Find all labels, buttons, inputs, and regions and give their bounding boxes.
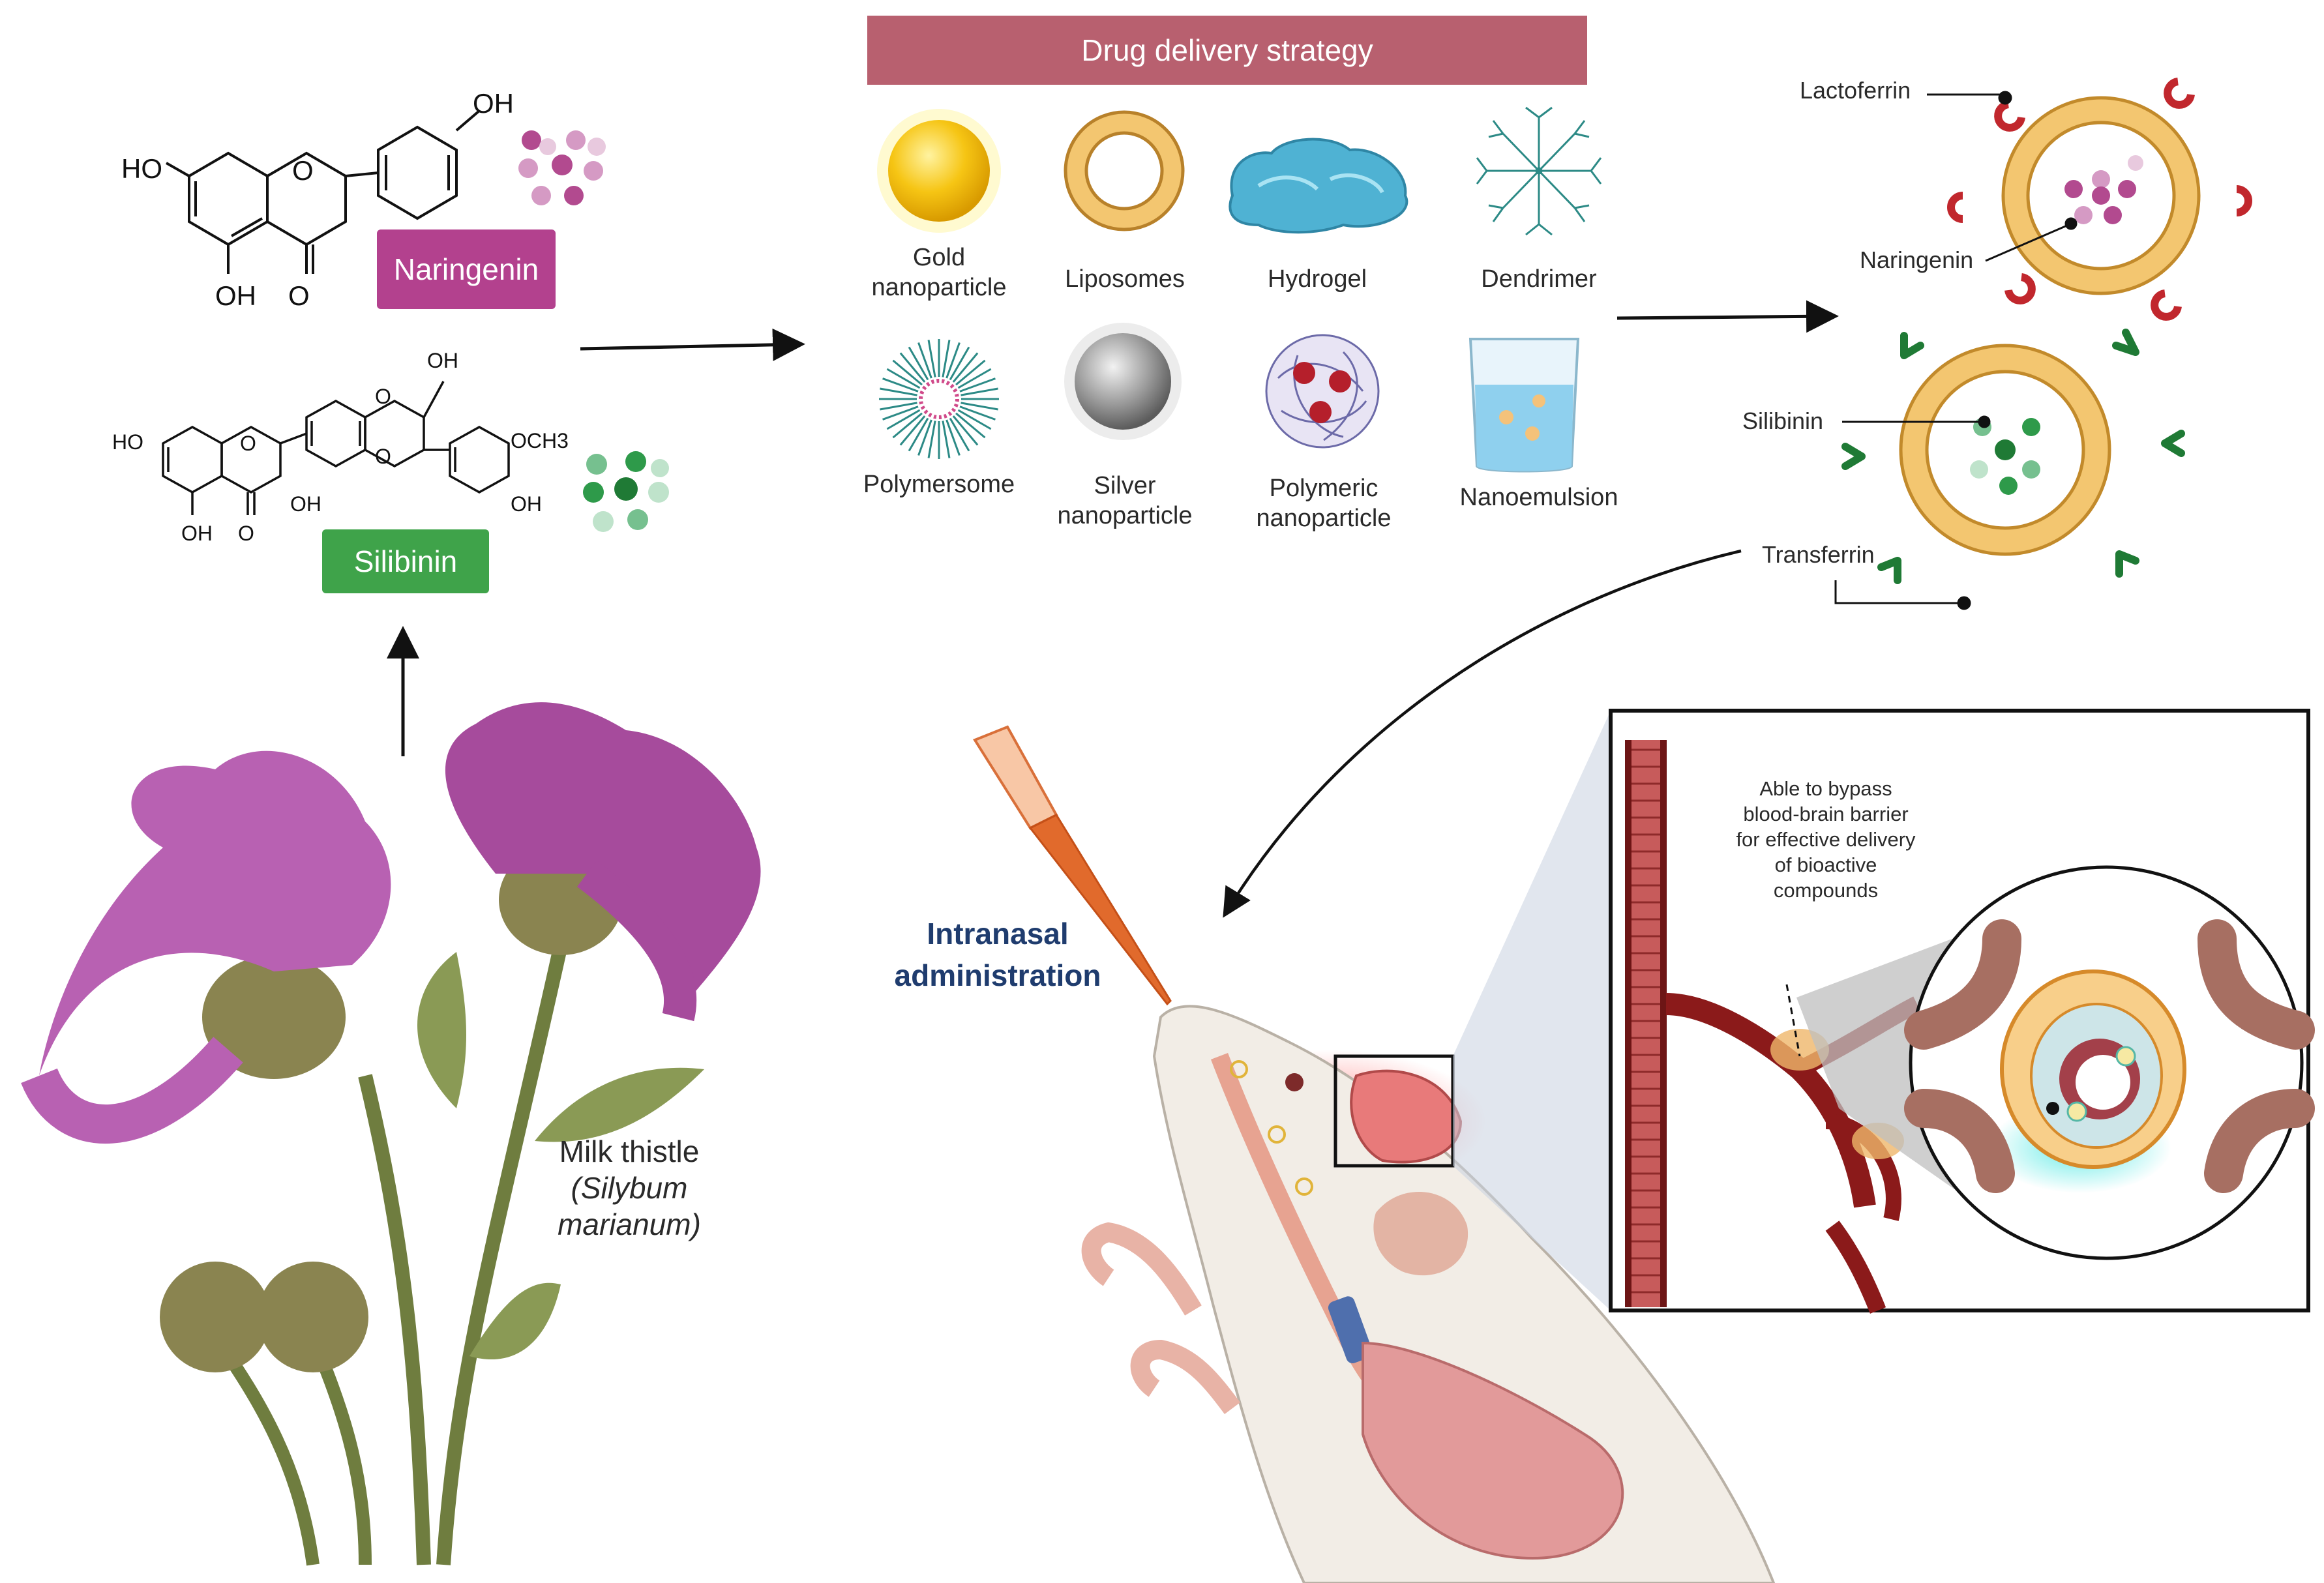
lactoferrin-ligands bbox=[1947, 78, 2252, 321]
hydrogel-icon bbox=[1229, 138, 1408, 234]
drug-delivery-banner: Drug delivery strategy bbox=[867, 16, 1587, 85]
plant-name-label: Milk thistle (Silybum marianum) bbox=[558, 1134, 701, 1241]
transferrin-ligands bbox=[1841, 329, 2185, 584]
naringenin-dots bbox=[518, 130, 606, 205]
silibinin-oh-top: OH bbox=[427, 349, 458, 372]
silibinin-oh-mid: OH bbox=[290, 492, 321, 516]
silibinin-oh-bottom: OH bbox=[181, 522, 213, 545]
silver-nanoparticle-icon bbox=[1064, 323, 1182, 440]
silibinin-structure bbox=[162, 381, 510, 515]
strategy-dendrimer-label: Dendrimer bbox=[1481, 265, 1597, 293]
naringenin-oh-bottom: OH bbox=[215, 280, 256, 311]
targeted-naringenin-label: Naringenin bbox=[1860, 246, 1974, 273]
arrow-to-strategies bbox=[580, 328, 805, 361]
naringenin-oh-top: OH bbox=[473, 88, 514, 119]
naringenin-o-ring: O bbox=[292, 155, 314, 186]
silibinin-label: Silibinin bbox=[322, 529, 489, 593]
strategy-liposomes-label: Liposomes bbox=[1065, 265, 1185, 293]
silibinin-o-3: O bbox=[375, 445, 391, 468]
arrow-to-targeted bbox=[1616, 300, 1839, 333]
arrow-to-mouse bbox=[1223, 549, 1742, 918]
strategy-nanoemulsion-label: Nanoemulsion bbox=[1459, 484, 1618, 511]
naringenin-structure bbox=[166, 110, 481, 274]
silibinin-och3: OCH3 bbox=[511, 429, 569, 452]
milk-thistle-plant bbox=[21, 702, 761, 1566]
silibinin-o-bottom: O bbox=[238, 522, 254, 545]
naringenin-ho-left: HO bbox=[121, 153, 162, 184]
gold-nanoparticle-icon bbox=[877, 109, 1001, 233]
naringenin-liposome-icon bbox=[2001, 96, 2201, 295]
bbb-inset-panel bbox=[1609, 709, 2315, 1314]
mouse-illustration bbox=[1081, 1005, 1776, 1583]
pipette-icon bbox=[973, 725, 1172, 1006]
targeted-silibinin-label: Silibinin bbox=[1742, 407, 1824, 434]
silibinin-o-2: O bbox=[375, 385, 391, 408]
transferrin-label: Transferrin bbox=[1762, 541, 1875, 568]
strategy-hydrogel-label: Hydrogel bbox=[1267, 265, 1367, 293]
silibinin-ho-left: HO bbox=[112, 430, 143, 454]
liposome-icon bbox=[1064, 110, 1185, 231]
nanoemulsion-icon bbox=[1468, 338, 1580, 473]
silibinin-o-1: O bbox=[240, 432, 256, 455]
naringenin-label: Naringenin bbox=[377, 229, 556, 309]
leader-lines bbox=[1834, 91, 2078, 610]
dendrimer-icon bbox=[1476, 106, 1602, 236]
strategy-polymersome-label: Polymersome bbox=[863, 471, 1015, 498]
lactoferrin-label: Lactoferrin bbox=[1800, 77, 1911, 104]
silibinin-liposome-icon bbox=[1899, 344, 2111, 556]
polymeric-nanoparticle-icon bbox=[1265, 334, 1380, 449]
naringenin-o-bottom: O bbox=[288, 280, 310, 311]
zoom-cone bbox=[1453, 711, 1611, 1310]
silibinin-dots bbox=[583, 451, 669, 532]
silibinin-oh-right: OH bbox=[511, 492, 542, 516]
polymersome-icon bbox=[879, 339, 999, 459]
